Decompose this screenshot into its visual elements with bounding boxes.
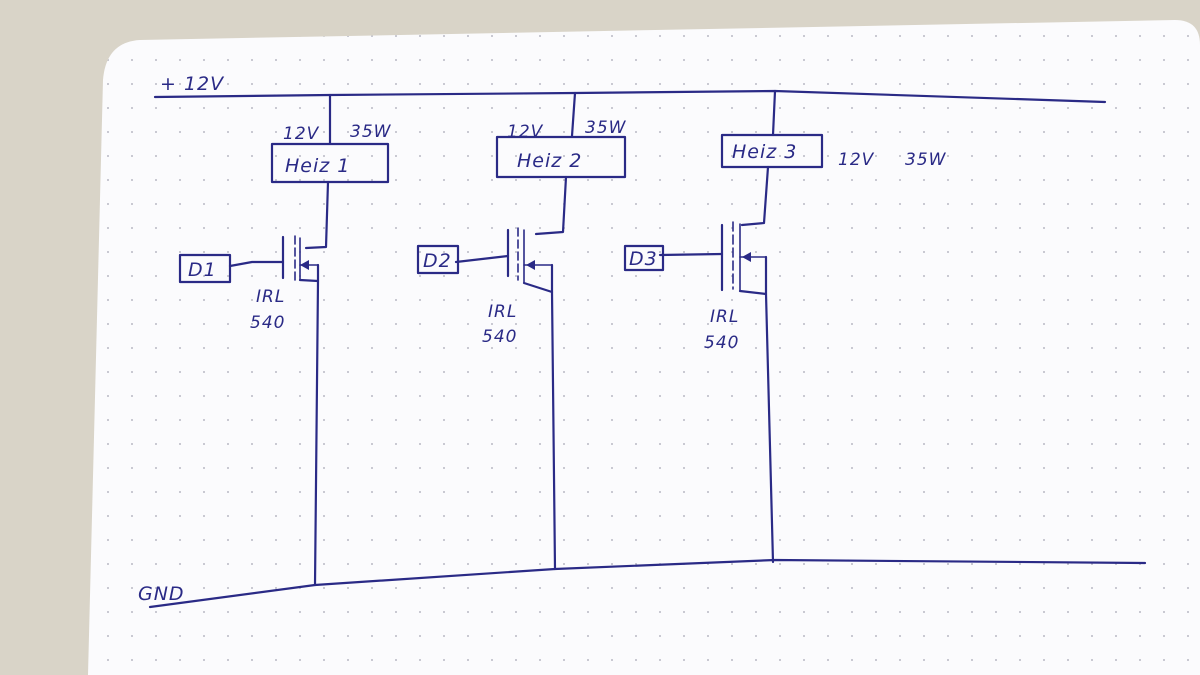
ground-label: GND (138, 583, 185, 605)
drain-wire-1 (304, 180, 330, 250)
part-label-line1-3: IRL (710, 307, 739, 327)
heater-label-1: Heiz 1 (285, 155, 350, 177)
input-box-2 (416, 244, 460, 275)
heater-power-2: 35W (585, 118, 627, 138)
dot-grid (88, 20, 1200, 675)
heater-voltage-1: 12V (283, 124, 320, 144)
supply-drop-2 (570, 91, 577, 138)
input-box-1 (178, 253, 232, 284)
part-label-line2-2: 540 (482, 327, 517, 347)
heater-power-3: 35W (905, 150, 947, 170)
gate-wire-2 (454, 254, 510, 264)
drain-wire-2 (534, 175, 568, 236)
input-label-2: D2 (423, 250, 452, 272)
branch-1: 12V 35W Heiz 1 D1 IRL 540 (178, 93, 392, 587)
input-label-3: D3 (629, 248, 658, 270)
input-box-3 (623, 244, 665, 272)
heater-label-2: Heiz 2 (517, 150, 582, 172)
gate-wire-1 (228, 260, 285, 268)
part-label-line1-2: IRL (488, 302, 517, 322)
mosfet-arrow-3 (742, 252, 751, 262)
supply-label: + 12V (160, 73, 225, 95)
heater-label-3: Heiz 3 (732, 141, 797, 163)
ground-drop-1 (313, 279, 320, 587)
ground-drop-3 (764, 292, 775, 564)
heater-box-3 (720, 133, 824, 169)
part-label-line1-1: IRL (256, 287, 285, 307)
gate-wire-3 (658, 252, 724, 257)
heater-box-2 (495, 135, 627, 179)
part-label-line2-1: 540 (250, 313, 285, 333)
branch-2: 12V 35W Heiz 2 D2 IRL 540 (416, 91, 627, 571)
part-label-line2-3: 540 (704, 333, 739, 353)
heater-voltage-2: 12V (507, 122, 544, 142)
input-label-1: D1 (188, 259, 217, 281)
heater-box-1 (270, 142, 390, 184)
heater-power-1: 35W (350, 122, 392, 142)
branch-3: Heiz 3 12V 35W D3 IRL 540 (623, 89, 947, 564)
heater-voltage-3: 12V (838, 150, 875, 170)
ground-drop-2 (550, 290, 557, 571)
drain-wire-3 (740, 165, 770, 227)
supply-drop-3 (771, 89, 777, 137)
mosfet-arrow-2 (526, 260, 535, 270)
mosfet-arrow-1 (300, 260, 309, 270)
